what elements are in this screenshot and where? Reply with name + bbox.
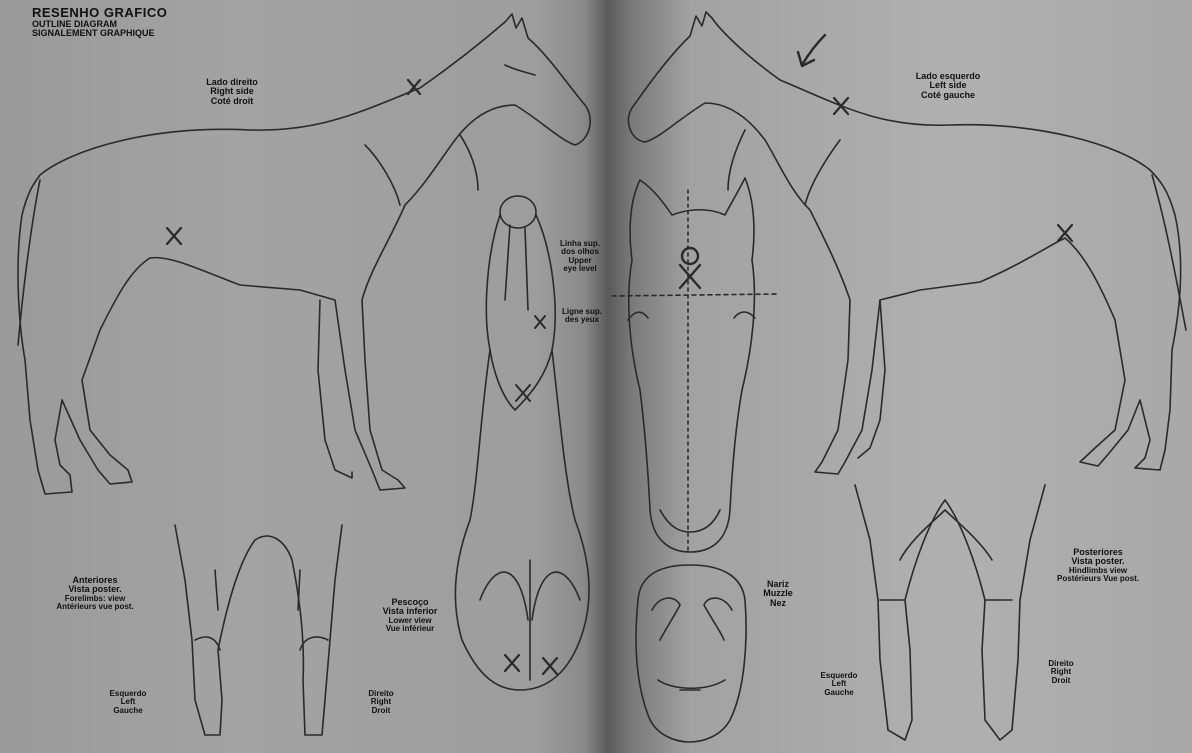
label-right-side-fr: Coté droit bbox=[196, 97, 268, 106]
label-hindlimb-left: Esquerdo Left Gauche bbox=[804, 672, 874, 697]
mark-x-right-flank bbox=[167, 228, 181, 244]
label-forelimbs: Anteriores Vista poster. Forelimbs: view… bbox=[30, 576, 160, 612]
label-muzzle: Nariz Muzzle Nez bbox=[758, 580, 798, 608]
label-muzzle-fr: Nez bbox=[758, 599, 798, 608]
label-forelimb-left-fr: Gauche bbox=[98, 707, 158, 715]
label-eye-level: Linha sup. dos olhos Upper eye level bbox=[552, 240, 608, 274]
diagram-subtitle-fr: SIGNALEMENT GRAPHIQUE bbox=[32, 29, 167, 38]
mark-x-chest-pair bbox=[505, 655, 557, 674]
label-eye-level-fr: Ligne sup. des yeux bbox=[556, 308, 608, 325]
label-hindlimb-right-fr: Droit bbox=[1036, 677, 1086, 685]
label-left-side-fr: Coté gauche bbox=[908, 91, 988, 100]
label-neck: Pescoço Vista inferior Lower view Vue in… bbox=[360, 598, 460, 634]
label-forelimb-left: Esquerdo Left Gauche bbox=[98, 690, 158, 715]
mark-arrow-left-poll bbox=[798, 35, 825, 66]
label-hindlimb-left-fr: Gauche bbox=[804, 689, 874, 697]
forelimbs-posterior-view bbox=[175, 525, 342, 735]
hindlimbs-posterior-view bbox=[855, 485, 1045, 740]
label-forelimb-right-fr: Droit bbox=[356, 707, 406, 715]
label-left-side: Lado esquerdo Left side Coté gauche bbox=[908, 72, 988, 100]
label-right-side: Lado direito Right side Coté droit bbox=[196, 78, 268, 106]
mark-x-neck-upper bbox=[535, 316, 545, 328]
head-front-view bbox=[612, 178, 778, 552]
mark-x-left-crest bbox=[834, 98, 848, 114]
label-eye-level-fr2: des yeux bbox=[556, 316, 608, 324]
mark-x-neck-throat bbox=[516, 385, 530, 401]
mark-x-right-crest bbox=[408, 80, 420, 94]
mark-x-forehead bbox=[680, 248, 700, 288]
diagram-title: RESENHO GRAFICO bbox=[32, 6, 167, 20]
diagram-title-block: RESENHO GRAFICO OUTLINE DIAGRAM SIGNALEM… bbox=[32, 6, 167, 39]
label-eye-level-en2: eye level bbox=[552, 265, 608, 273]
horse-right-side-outline bbox=[18, 14, 590, 494]
label-forelimbs-fr: Antérieurs vue post. bbox=[30, 603, 160, 611]
label-hindlimb-right: Direito Right Droit bbox=[1036, 660, 1086, 685]
label-hindlimbs: Posteriores Vista poster. Hindlimbs view… bbox=[1042, 548, 1154, 584]
muzzle-view bbox=[636, 565, 746, 742]
label-neck-fr: Vue inférieur bbox=[360, 625, 460, 633]
label-hindlimbs-fr: Postérieurs Vue post. bbox=[1042, 575, 1154, 583]
label-forelimb-right: Direito Right Droit bbox=[356, 690, 406, 715]
